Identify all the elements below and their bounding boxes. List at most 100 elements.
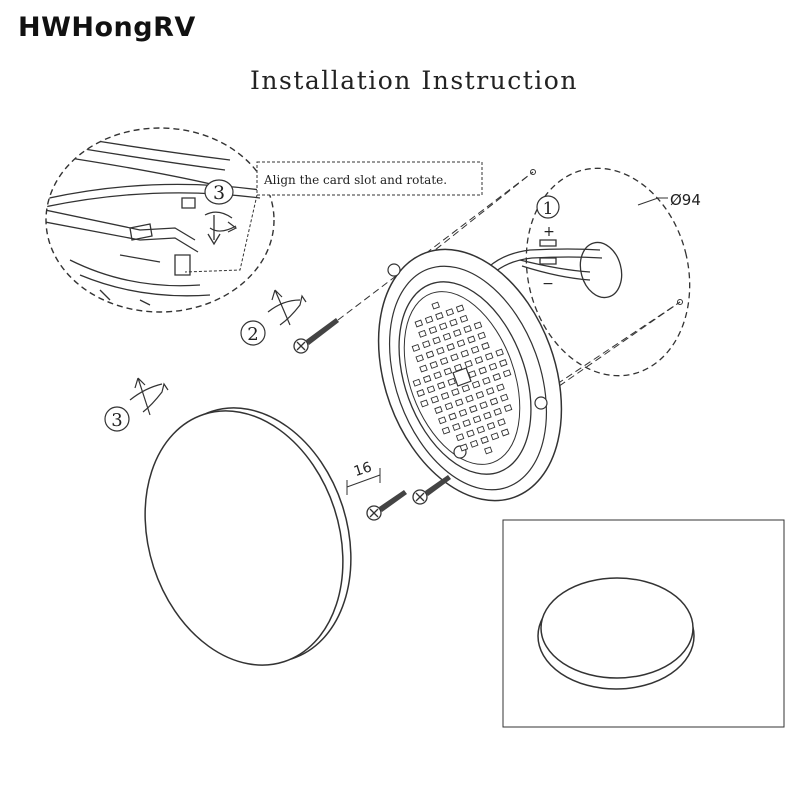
led-chip [458,408,468,417]
led-chip [416,389,425,397]
led-chip [448,412,457,421]
led-chip [460,349,470,358]
led-chip [434,406,443,414]
led-chip [492,373,502,381]
callout-text: Align the card slot and rotate. [263,173,447,187]
led-chip [445,308,455,317]
led-chip [438,416,447,425]
led-chip [449,318,458,327]
screw-length-label: 16 [352,459,374,480]
step-3-cover-marker: 3 [104,377,169,432]
led-chip [476,425,486,434]
led-chip [455,433,465,442]
led-chip [428,326,438,335]
led-chip [447,377,456,386]
brand-logo-text: HWHongRV [18,12,196,43]
led-chip [440,391,450,400]
screw-lower-left [366,490,407,521]
step-1-marker: 1 + − [536,195,560,292]
led-chip [436,346,445,355]
led-chip [459,314,469,323]
led-chip [442,332,452,341]
led-chip [435,312,444,320]
led-chip [456,339,466,348]
led-chip [454,398,464,407]
led-chip [470,345,480,354]
led-chip [422,375,432,383]
led-chip [486,421,496,430]
led-chip [464,359,473,368]
led-chip [496,383,505,392]
led-chip [463,325,472,334]
led-chip [500,428,510,437]
led-board [411,301,513,455]
screw-lower-right [412,475,451,505]
led-chip [466,429,475,438]
led-chip [459,443,469,452]
led-chip [433,371,442,380]
led-chip [418,329,427,338]
led-chip [472,415,482,424]
led-chip [431,301,440,310]
diameter-label: Ø94 [670,191,701,209]
led-chip [420,399,429,408]
led-chip [453,328,462,337]
led-chip [469,439,479,448]
led-chip [480,436,489,444]
led-chip [411,343,421,352]
led-chip [444,402,454,411]
led-chip [483,411,492,420]
led-chip [426,385,436,394]
step-1-label: 1 [543,199,554,219]
diffuser-cover [144,407,352,666]
finished-view-inset [502,519,785,728]
led-chip [495,348,504,357]
led-chip [419,364,428,373]
screw-upper [293,318,339,354]
led-chip [414,319,424,328]
led-chip [451,388,460,397]
detail-magnifier: 3 [45,127,275,313]
led-chip [484,352,494,361]
led-chip [415,354,424,363]
led-chip [412,378,422,387]
led-chip [481,342,490,350]
led-chip [479,401,488,410]
step-3-detail-label: 3 [213,182,225,204]
polarity-minus-label: − [542,276,554,292]
led-chip [493,407,502,416]
led-chip [432,336,441,345]
led-chip [437,381,446,390]
led-chip [503,404,513,413]
led-chip [488,362,498,371]
led-chip [452,422,461,431]
led-chip [490,432,500,441]
step-2-marker: 2 [240,289,307,346]
cutout-outline: Ø94 [525,167,701,377]
led-chip [430,395,440,404]
led-chip [473,321,483,330]
screw-length-dimension [346,468,381,495]
led-chip [499,359,508,367]
led-chip [425,350,435,359]
led-chip [489,397,499,406]
led-chip [502,369,512,378]
led-chip [484,446,493,455]
led-chip [422,340,431,349]
step-3-cover-label: 3 [111,410,122,431]
led-chip [441,426,451,435]
led-chip [439,357,449,366]
led-chip [467,335,476,344]
page-title: Installation Instruction [250,66,578,95]
led-chip [482,376,491,385]
center-connector [452,367,472,387]
led-chip [485,387,495,396]
led-chip [469,405,478,413]
callout-box: Align the card slot and rotate. [184,161,483,273]
led-chip [450,353,459,362]
polarity-plus-label: + [543,224,555,240]
led-chip [424,315,434,324]
led-chip [455,304,465,313]
led-chip [478,366,487,375]
